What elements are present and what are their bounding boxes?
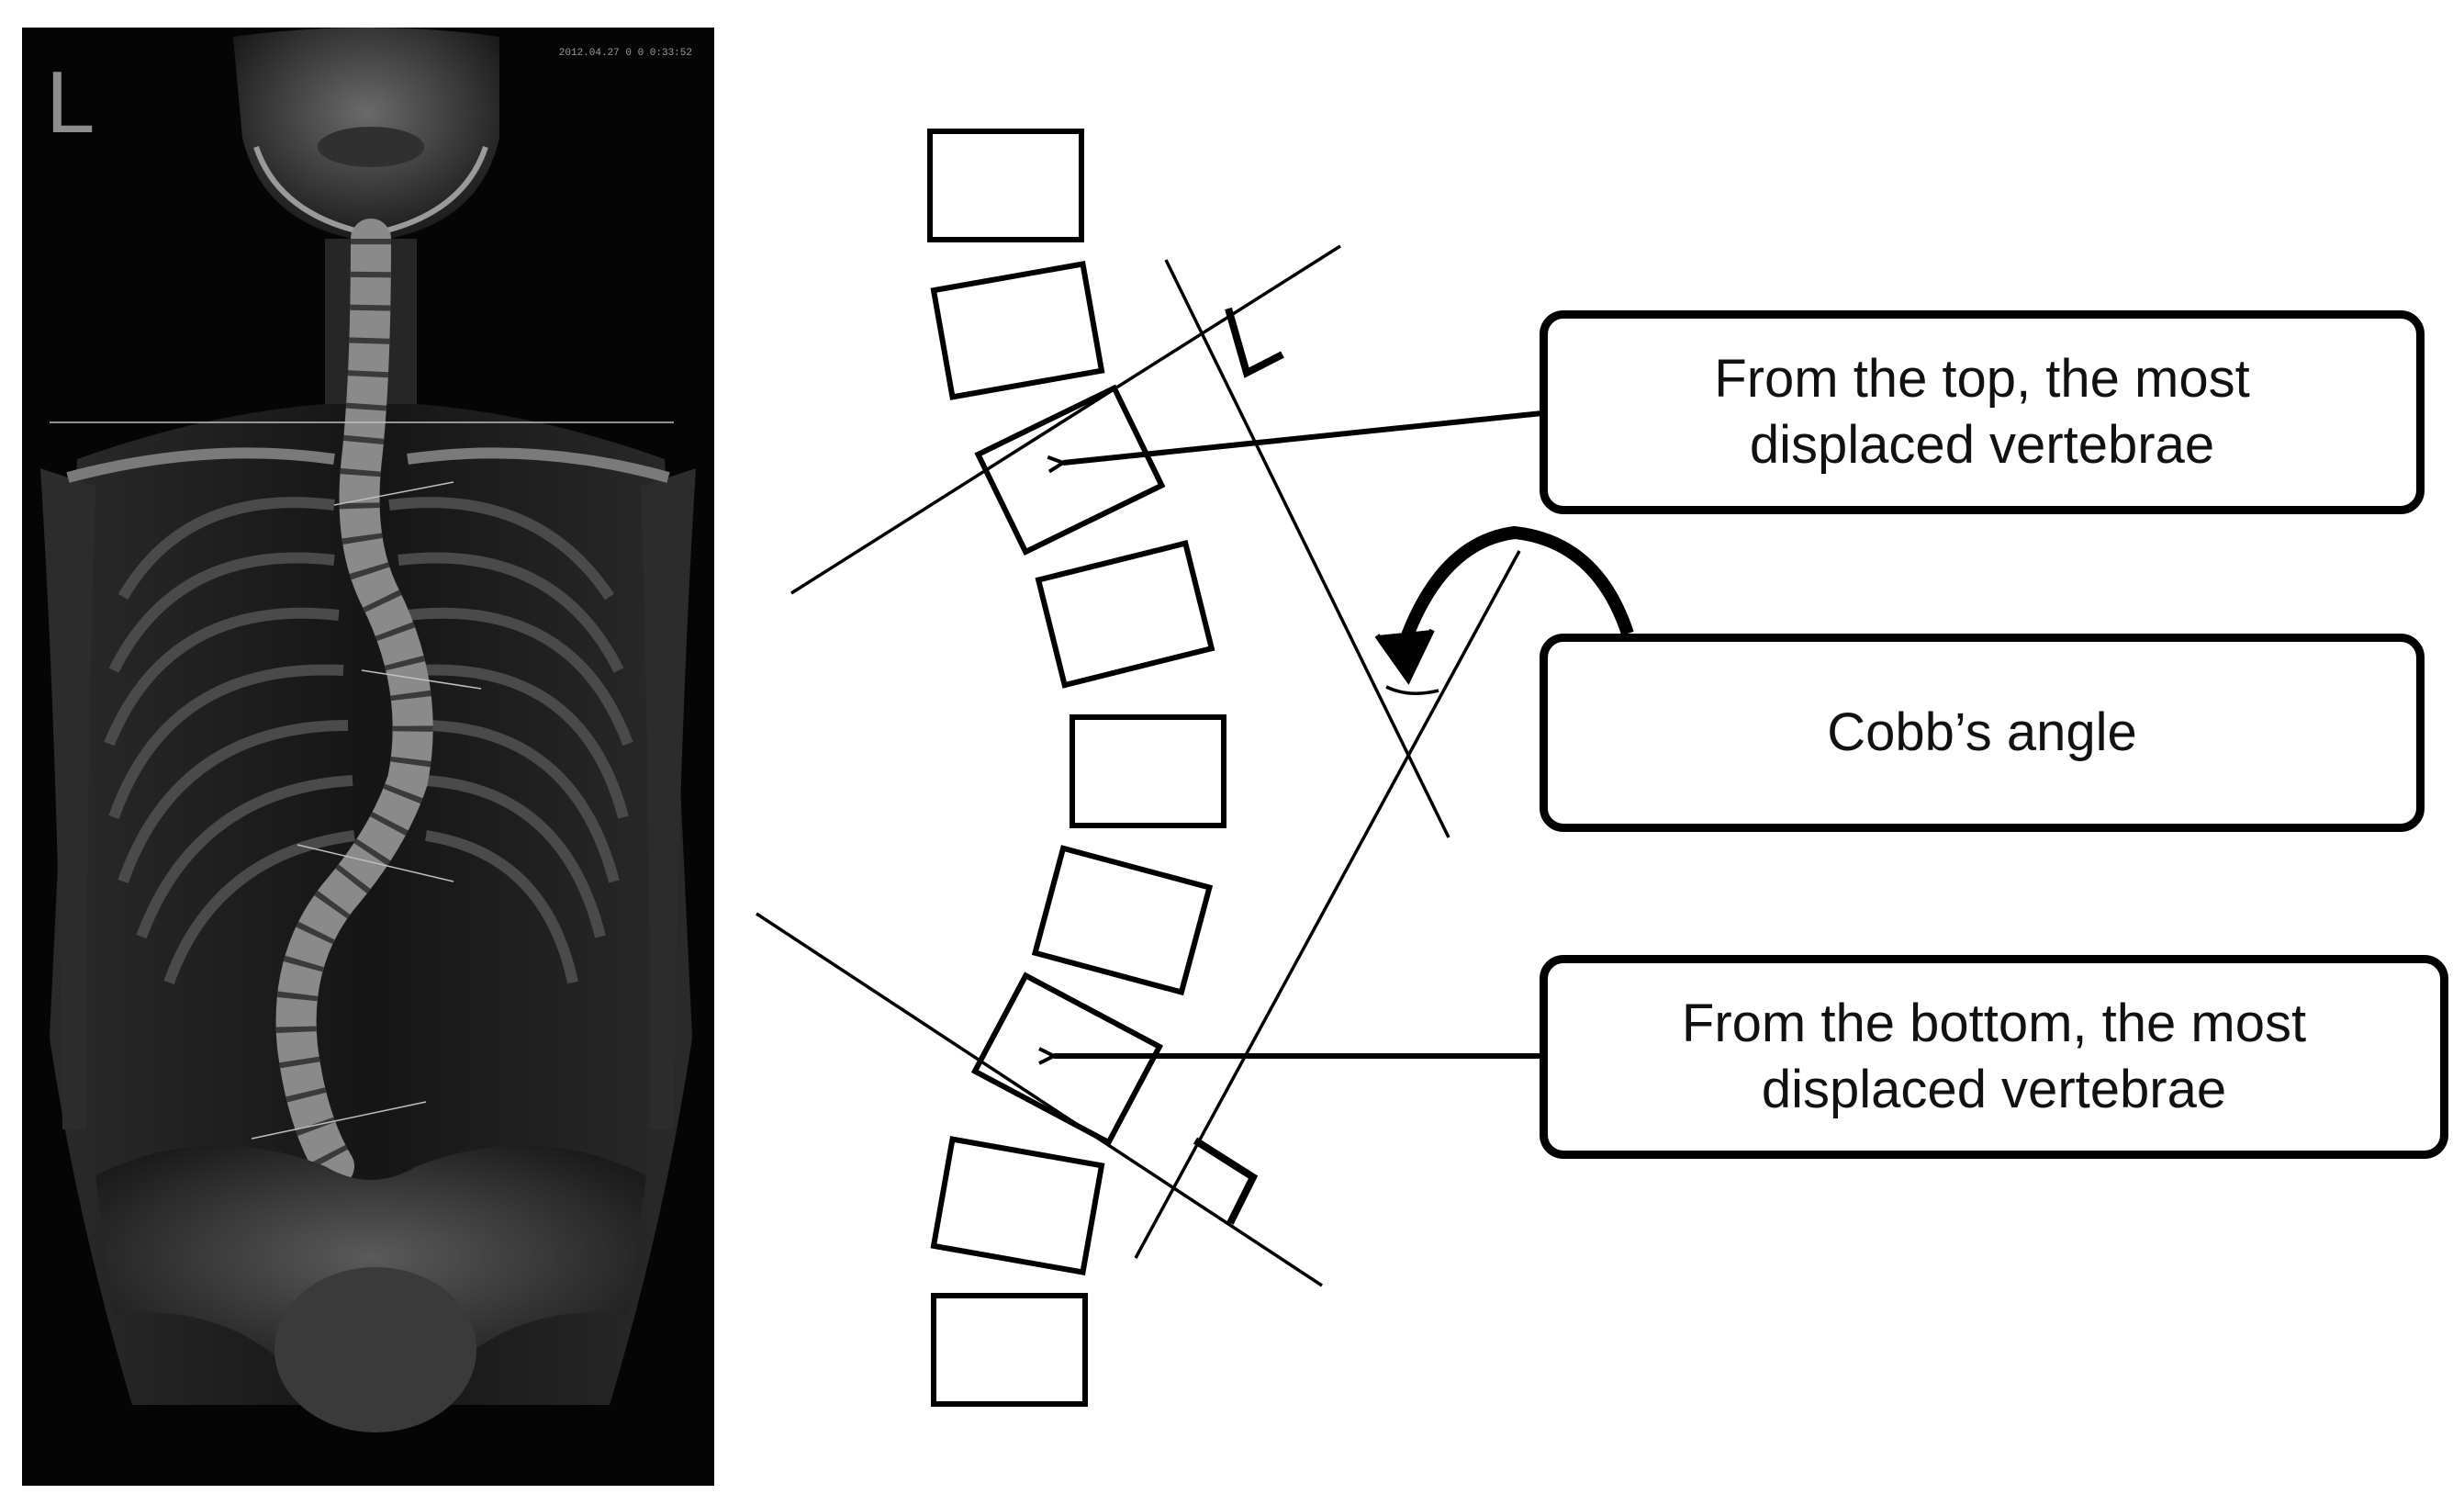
right-angle-marker-bottom [1193, 1137, 1259, 1225]
upper-endplate-line [790, 244, 1341, 595]
callout-cobb-text: Cobb’s angle [1827, 702, 2137, 762]
right-angle-marker-top [1225, 307, 1284, 378]
spine-xray-image: L 2012.04.27 0 0 0:33:52 [22, 28, 714, 1486]
lower-endplate-line [756, 912, 1323, 1287]
vertebra-4 [1035, 540, 1215, 689]
measurement-lines [50, 421, 674, 1140]
callout-cobb-angle: Cobb’s angle [1540, 634, 2425, 832]
vertebra-9 [931, 1293, 1088, 1407]
vertebra-3-top-end [974, 384, 1166, 556]
pelvis-shape [95, 1145, 646, 1368]
cobb-angle-diagram [734, 0, 2464, 1500]
vertebra-8 [930, 1136, 1105, 1275]
ribs-left [104, 497, 355, 985]
top-pointer-arrow [1063, 410, 1543, 463]
vertebra-1 [927, 129, 1084, 242]
callout-top-text: From the top, the most displaced vertebr… [1714, 348, 2250, 476]
diagram-drawing [756, 129, 1634, 1407]
cobb-curved-arrow [1398, 525, 1634, 646]
xray-timestamp: 2012.04.27 0 0 0:33:52 [558, 48, 692, 59]
ribs-right [388, 497, 633, 984]
callout-bottom-text: From the bottom, the most displaced vert… [1681, 993, 2307, 1120]
vertebra-7-bottom-end [970, 972, 1164, 1147]
xray-side-marker: L [46, 53, 95, 152]
callout-top-vertebra: From the top, the most displaced vertebr… [1540, 310, 2425, 514]
xray-drawing [22, 28, 714, 1486]
spine-curve [275, 219, 433, 1186]
cobb-angle-arc [1385, 685, 1439, 695]
callout-bottom-vertebra: From the bottom, the most displaced vert… [1540, 955, 2448, 1159]
upper-perpendicular-line [1164, 259, 1450, 838]
vertebra-2 [930, 261, 1105, 400]
vertebra-5 [1070, 714, 1226, 828]
vertebra-6 [1031, 845, 1214, 996]
